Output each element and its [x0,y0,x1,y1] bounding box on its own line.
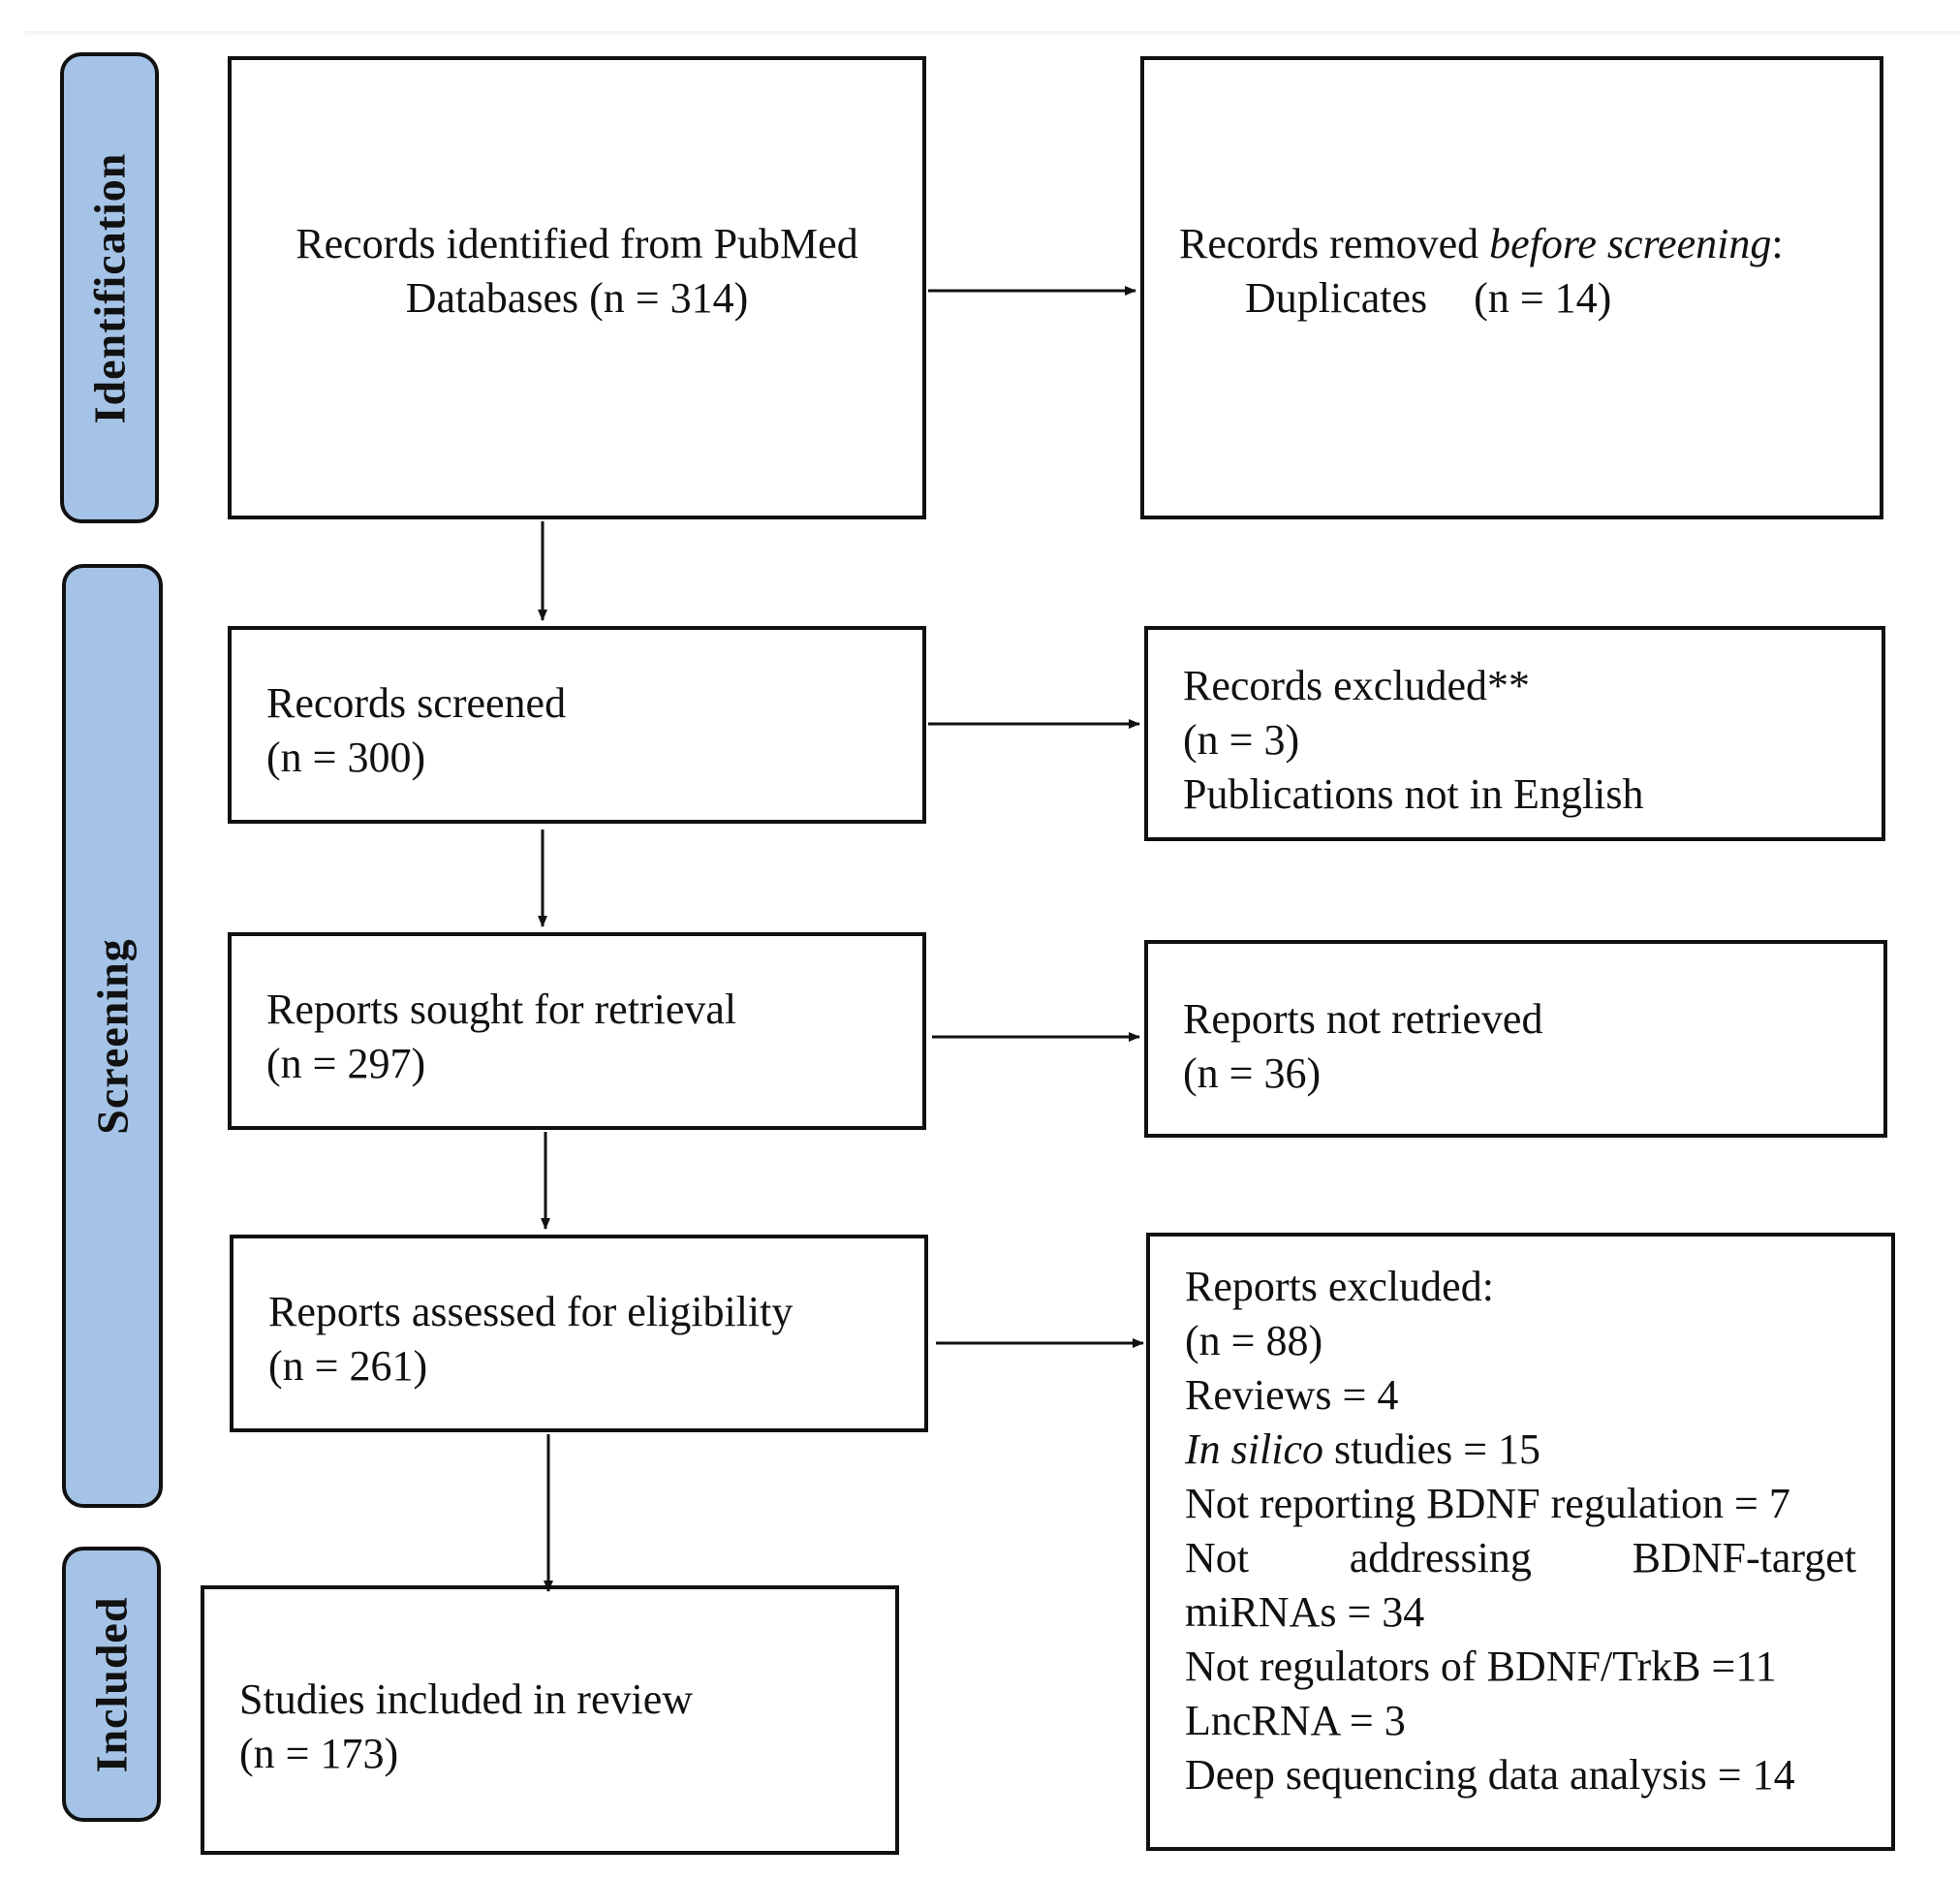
records-removed-prefix: Records removed [1179,220,1490,267]
records-screened-line1: Records screened [266,679,567,727]
in-silico-italic: In silico [1185,1425,1323,1473]
in-silico-rest: studies = 15 [1322,1425,1541,1473]
reports-excluded-not-addressing: Not addressing BDNF-target [1185,1531,1856,1585]
reports-excluded-deep-seq: Deep sequencing data analysis = 14 [1185,1751,1795,1799]
top-rule [25,31,1960,37]
reports-not-retrieved-line2: (n = 36) [1183,1049,1322,1097]
reports-not-retrieved-box: Reports not retrieved (n = 36) [1144,940,1887,1138]
records-excluded-line2: (n = 3) [1183,716,1300,764]
records-removed-italic: before screening [1489,220,1772,267]
records-screened-box: Records screened (n = 300) [228,626,926,824]
records-excluded-line1: Records excluded** [1183,662,1530,709]
reports-excluded-reviews: Reviews = 4 [1185,1371,1399,1419]
reports-sought-line2: (n = 297) [266,1040,426,1087]
reports-excluded-lncrna: LncRNA = 3 [1185,1697,1406,1744]
reports-excluded-in-silico: In silico studies = 15 [1185,1423,1856,1477]
studies-included-line1: Studies included in review [239,1675,694,1723]
records-removed-suffix: : [1771,220,1784,267]
reports-excluded-count: (n = 88) [1185,1317,1323,1364]
not-addressing-word1: Not [1185,1534,1249,1581]
records-identified-box: Records identified from PubMed Databases… [228,56,926,519]
reports-assessed-box: Reports assessed for eligibility (n = 26… [230,1235,928,1432]
records-identified-line1: Records identified from PubMed [296,220,858,267]
phase-screening: Screening [62,564,163,1508]
records-removed-line2: Duplicates (n = 14) [1179,271,1880,326]
reports-excluded-not-reporting: Not reporting BDNF regulation = 7 [1185,1480,1790,1527]
reports-sought-line1: Reports sought for retrieval [266,986,737,1033]
reports-assessed-line1: Reports assessed for eligibility [268,1288,793,1335]
reports-sought-box: Reports sought for retrieval (n = 297) [228,932,926,1130]
duplicates-count: (n = 14) [1474,274,1612,322]
records-removed-line1: Records removed before screening: [1179,217,1880,271]
reports-assessed-line2: (n = 261) [268,1342,428,1390]
reports-excluded-mirnas: miRNAs = 34 [1185,1588,1425,1636]
duplicates-label: Duplicates [1245,274,1428,322]
reports-excluded-heading: Reports excluded: [1185,1263,1494,1310]
not-addressing-word2: addressing [1349,1534,1532,1581]
studies-included-line2: (n = 173) [239,1730,399,1777]
records-identified-line2: Databases (n = 314) [405,274,749,322]
studies-included-box: Studies included in review (n = 173) [201,1585,899,1855]
records-removed-box: Records removed before screening: Duplic… [1140,56,1883,519]
phase-identification: Identification [60,52,159,523]
not-addressing-word3: BDNF-target [1632,1534,1856,1581]
phase-included: Included [62,1547,161,1822]
records-excluded-box: Records excluded** (n = 3) Publications … [1144,626,1885,841]
reports-excluded-box: Reports excluded: (n = 88) Reviews = 4 I… [1146,1233,1895,1851]
records-excluded-line3: Publications not in English [1183,770,1644,818]
records-screened-line2: (n = 300) [266,734,426,781]
reports-excluded-not-regulators: Not regulators of BDNF/TrkB =11 [1185,1643,1777,1690]
reports-not-retrieved-line1: Reports not retrieved [1183,995,1543,1043]
